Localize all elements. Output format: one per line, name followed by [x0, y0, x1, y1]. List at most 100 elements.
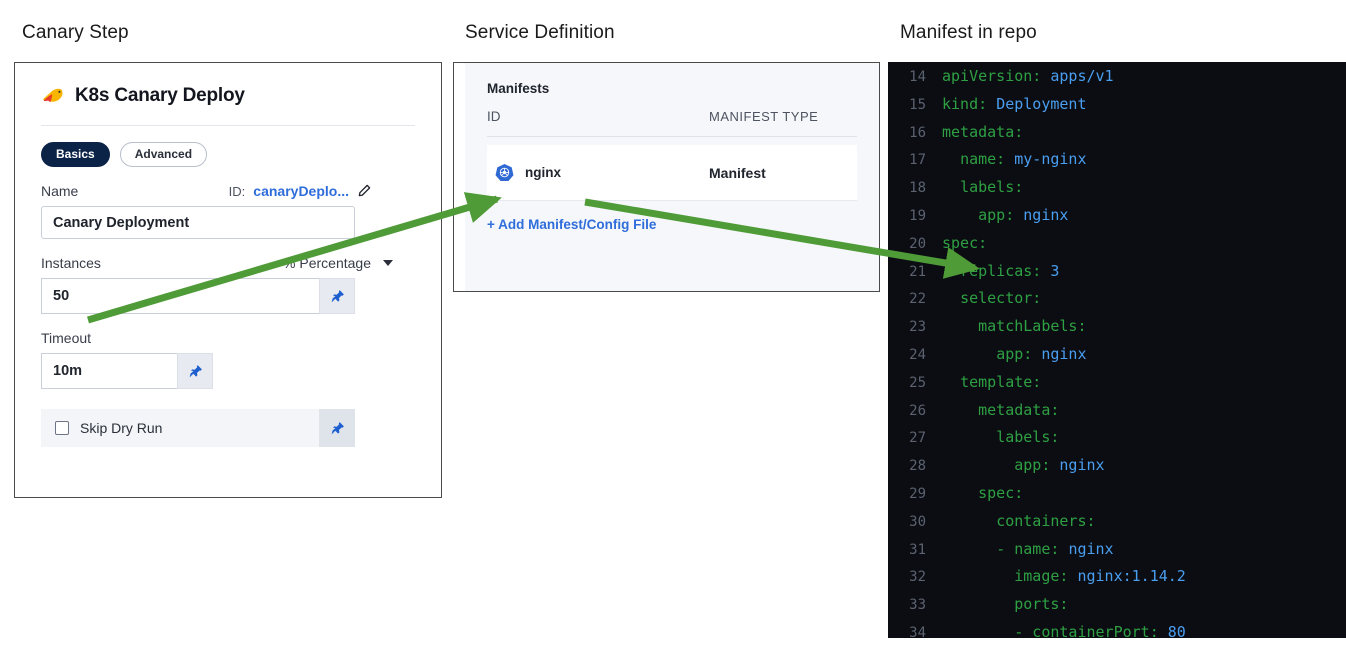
code-token-value: my-nginx — [1014, 150, 1087, 169]
code-line: 28 app: nginx — [888, 456, 1346, 484]
line-number: 24 — [909, 346, 926, 363]
timeout-pin-button[interactable] — [177, 353, 213, 390]
line-number: 21 — [909, 263, 926, 280]
code-text: matchLabels: — [942, 317, 1087, 336]
card-title: K8s Canary Deploy — [75, 85, 245, 106]
manifest-name: nginx — [525, 165, 561, 180]
timeout-input[interactable]: 10m — [41, 353, 177, 390]
code-text: labels: — [942, 428, 1059, 446]
code-token-value: nginx — [1041, 344, 1087, 363]
pin-icon — [189, 364, 202, 377]
instances-pin-button[interactable] — [319, 278, 355, 315]
line-number: 20 — [909, 235, 926, 252]
code-token-key: kind: — [942, 94, 988, 113]
canary-step-card: K8s Canary Deploy Basics Advanced Name I… — [14, 62, 442, 498]
code-line: 23 matchLabels: — [888, 317, 1346, 345]
code-token-key: ports: — [1014, 595, 1069, 614]
code-line: 20 spec: — [888, 234, 1346, 262]
line-number: 18 — [909, 180, 926, 197]
code-line: 26 metadata: — [888, 401, 1346, 429]
pin-icon — [331, 289, 344, 302]
code-line: 34 - containerPort: 80 — [888, 623, 1346, 638]
pin-icon — [331, 421, 344, 434]
line-number: 30 — [909, 513, 926, 530]
code-text: apiVersion: apps/v1 — [942, 67, 1114, 85]
code-text: replicas: 3 — [942, 262, 1059, 280]
code-text: spec: — [942, 484, 1023, 502]
code-text: - containerPort: 80 — [942, 623, 1186, 638]
code-token-key: labels: — [996, 428, 1060, 447]
code-token-key: labels: — [960, 178, 1024, 197]
code-text: image: nginx:1.14.2 — [942, 567, 1186, 585]
code-token-value: nginx — [1059, 456, 1105, 475]
code-line: 29 spec: — [888, 484, 1346, 512]
code-token-key: containers: — [996, 511, 1096, 530]
code-text: name: my-nginx — [942, 150, 1087, 169]
code-token-key: app: — [996, 344, 1033, 363]
code-token-key: selector: — [960, 289, 1042, 308]
code-token-key: - name: — [996, 539, 1060, 558]
code-text: app: nginx — [942, 456, 1105, 475]
code-token-key: replicas: — [960, 261, 1042, 280]
tab-advanced[interactable]: Advanced — [119, 142, 208, 168]
code-text: kind: Deployment — [942, 95, 1087, 113]
skip-dry-run-left: Skip Dry Run — [41, 420, 162, 436]
code-token-key: spec: — [978, 483, 1024, 502]
manifest-type: Manifest — [709, 164, 766, 181]
code-text: selector: — [942, 289, 1041, 307]
line-number: 17 — [909, 152, 926, 169]
section-title-manifest-in-repo: Manifest in repo — [900, 22, 1037, 43]
line-number: 34 — [909, 624, 926, 638]
code-token-key: metadata: — [942, 122, 1024, 141]
manifests-panel: Manifests ID MANIFEST TYPE — [465, 63, 879, 291]
skip-dry-run-row[interactable]: Skip Dry Run — [41, 409, 355, 448]
manifests-heading: Manifests — [487, 81, 550, 96]
skip-dry-run-checkbox[interactable] — [55, 421, 69, 436]
timeout-label: Timeout — [41, 330, 92, 347]
table-row[interactable]: nginx Manifest — [487, 145, 857, 201]
line-number: 27 — [909, 430, 926, 447]
line-number: 14 — [909, 69, 926, 85]
tab-basics[interactable]: Basics — [41, 142, 110, 168]
code-line: 18 labels: — [888, 178, 1346, 206]
add-manifest-link[interactable]: + Add Manifest/Config File — [487, 217, 657, 232]
name-label-row: Name ID: canaryDeplo... — [41, 183, 415, 199]
code-text: metadata: — [942, 401, 1059, 419]
instances-input-value: 50 — [53, 288, 70, 305]
instances-unit-dropdown[interactable]: % Percentage — [283, 255, 393, 271]
code-text: - name: nginx — [942, 539, 1113, 558]
name-input[interactable]: Canary Deployment — [41, 206, 355, 240]
service-definition-card: Manifests ID MANIFEST TYPE — [453, 62, 880, 292]
code-token-value: nginx:1.14.2 — [1077, 567, 1186, 586]
code-line: 22 selector: — [888, 289, 1346, 317]
line-number: 28 — [909, 458, 926, 475]
timeout-label-row: Timeout — [41, 330, 415, 346]
code-text: spec: — [942, 234, 987, 252]
column-header-id: ID — [487, 109, 501, 124]
skip-dry-run-label: Skip Dry Run — [80, 420, 163, 437]
code-token-value: 80 — [1167, 622, 1186, 638]
code-text: metadata: — [942, 123, 1023, 141]
skip-dry-run-pin-button[interactable] — [319, 409, 355, 448]
instances-unit-value: % Percentage — [283, 255, 371, 272]
code-token-key: spec: — [942, 233, 988, 252]
instances-input[interactable]: 50 — [41, 278, 319, 315]
line-number: 25 — [909, 374, 926, 391]
code-token-key: matchLabels: — [978, 317, 1087, 336]
code-token-key: metadata: — [978, 400, 1060, 419]
code-token-key: app: — [978, 205, 1015, 224]
pencil-icon[interactable] — [357, 184, 371, 198]
line-number: 19 — [909, 207, 926, 224]
line-number: 32 — [909, 569, 926, 586]
code-token-key: apiVersion: — [942, 67, 1042, 85]
code-token-value: 3 — [1050, 261, 1060, 280]
step-id-value[interactable]: canaryDeplo... — [253, 183, 349, 200]
code-line: 14 apiVersion: apps/v1 — [888, 67, 1346, 95]
timeout-input-group: 10m — [41, 353, 213, 390]
line-number: 33 — [909, 597, 926, 614]
code-token-key: name: — [960, 150, 1006, 169]
code-line: 19 app: nginx — [888, 206, 1346, 234]
step-id-group: ID: canaryDeplo... — [229, 183, 371, 199]
